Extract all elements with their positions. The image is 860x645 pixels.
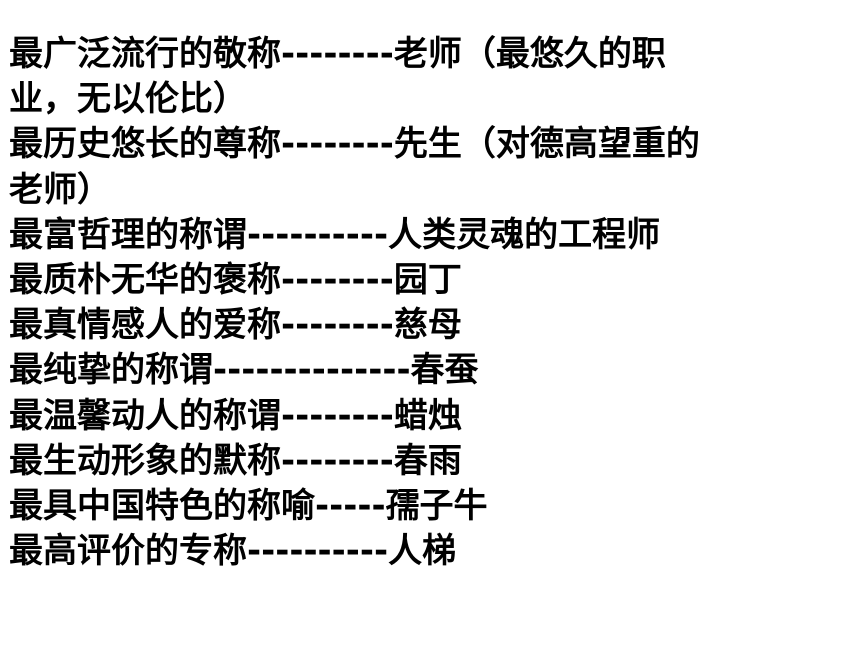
text-line: 最质朴无华的褒称--------园丁 <box>9 260 462 301</box>
text-line: 最历史悠长的尊称--------先生（对德高望重的 <box>9 124 700 165</box>
text-line: 最高评价的专称----------人梯 <box>9 531 457 572</box>
text-block: 最广泛流行的敬称--------老师（最悠久的职 业，无以伦比） 最历史悠长的尊… <box>9 32 854 574</box>
text-line: 老师） <box>9 169 111 210</box>
text-line: 最纯挚的称谓--------------春蚕 <box>9 350 479 391</box>
text-line: 最广泛流行的敬称--------老师（最悠久的职 <box>9 34 666 74</box>
text-line: 最真情感人的爱称--------慈母 <box>9 305 462 346</box>
text-line: 最富哲理的称谓----------人类灵魂的工程师 <box>9 214 661 255</box>
text-line: 最生动形象的默称--------春雨 <box>9 440 462 481</box>
text-line: 业，无以伦比） <box>9 79 247 120</box>
text-line: 最具中国特色的称喻-----孺子牛 <box>9 486 488 527</box>
text-line: 最温馨动人的称谓--------蜡烛 <box>9 395 462 436</box>
